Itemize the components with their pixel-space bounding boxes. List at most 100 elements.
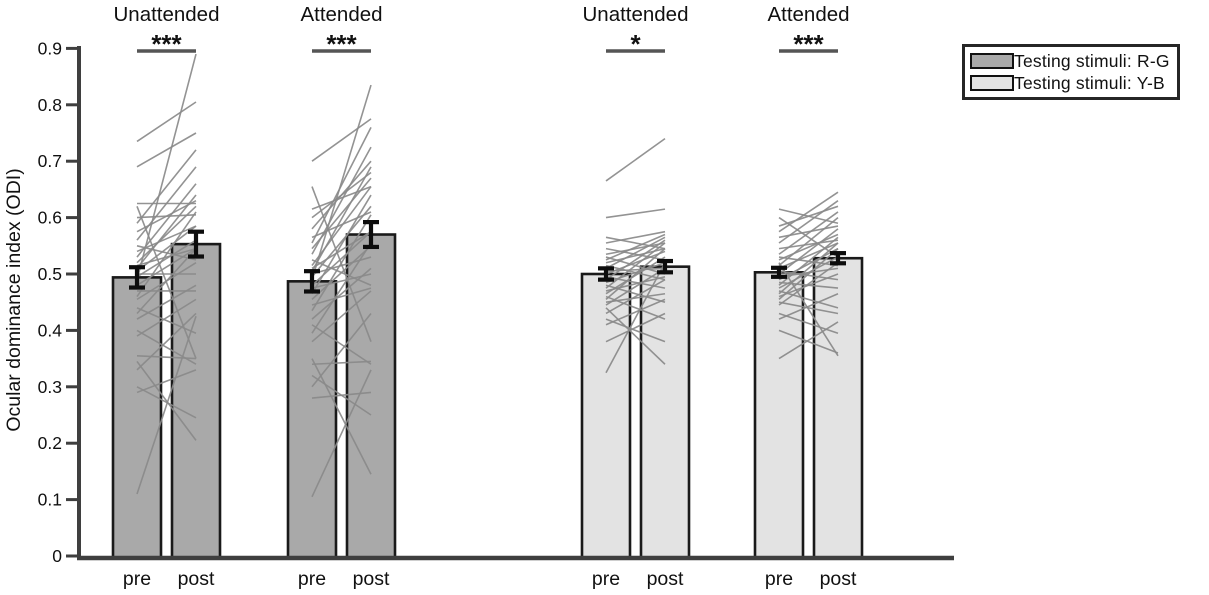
subject-line (311, 324, 372, 365)
significance-stars: * (630, 29, 641, 59)
subject-line (778, 228, 839, 275)
subject-line (311, 374, 372, 416)
subject-line (136, 369, 197, 394)
subject-line (311, 166, 372, 272)
y-tick-label: 0.5 (38, 264, 62, 284)
subject-line (311, 273, 372, 289)
subject-line (311, 231, 372, 286)
group-title: Unattended (113, 3, 219, 26)
subject-line (605, 298, 666, 326)
legend-label-yb: Testing stimuli: Y-B (1014, 73, 1165, 93)
y-tick-label: 0 (52, 546, 62, 566)
subject-line (605, 312, 666, 343)
subject-line (311, 358, 372, 475)
subject-line (778, 208, 839, 225)
bar-attended-R-G-pre (286, 280, 338, 560)
x-tick-label-post: post (820, 568, 857, 590)
x-tick-label-post: post (178, 568, 215, 590)
subject-line (778, 262, 839, 357)
significance-stars: *** (793, 29, 824, 59)
subject-line (311, 360, 372, 366)
subject-line (136, 225, 197, 253)
x-tick-label-post: post (647, 568, 684, 590)
x-tick-label-post: post (353, 568, 390, 590)
subject-line (778, 225, 839, 239)
bar-unattended-R-G-post (170, 242, 222, 560)
subject-line (778, 233, 839, 261)
subject-line (605, 318, 666, 343)
subject-line (311, 186, 372, 342)
subject-line (311, 185, 372, 210)
subject-line (311, 205, 372, 278)
subject-line (136, 247, 197, 267)
subject-line (778, 321, 839, 360)
subject-line (605, 295, 666, 320)
subject-line (605, 247, 666, 261)
subject-line (605, 276, 666, 289)
y-tick-label: 0.2 (38, 433, 62, 453)
subject-line (778, 270, 839, 281)
subject-line (605, 230, 666, 244)
bar-attended-Y-B-pre (753, 271, 805, 560)
subject-line (605, 267, 666, 272)
subject-line (778, 256, 839, 267)
subject-line (136, 149, 197, 224)
subject-line (136, 213, 197, 219)
bar-unattended-Y-B-pre (580, 272, 632, 560)
subject-line (778, 293, 839, 320)
bar-unattended-Y-B-post (639, 265, 691, 560)
x-tick-label-pre: pre (298, 568, 326, 590)
subject-line (136, 307, 197, 334)
x-tick-label-pre: pre (123, 568, 151, 590)
y-tick-label: 0.7 (38, 151, 62, 171)
group-title: Unattended (582, 3, 688, 26)
subject-line (136, 53, 197, 280)
subject-line (605, 267, 666, 306)
subject-line (605, 236, 666, 250)
subject-line (311, 231, 372, 270)
subject-line (778, 267, 839, 278)
subject-line (605, 137, 666, 182)
subject-line (778, 329, 839, 354)
x-tick-label-pre: pre (592, 568, 620, 590)
y-axis-title: Ocular dominance index (ODI) (3, 168, 25, 431)
subject-line (136, 239, 197, 278)
legend-swatch-yb (970, 75, 1014, 91)
subject-line (136, 247, 197, 286)
subject-line (136, 298, 197, 337)
subject-line (605, 208, 666, 219)
subject-line (136, 329, 197, 365)
subject-line (136, 316, 197, 495)
subject-line (778, 248, 839, 300)
y-tick-label: 0.9 (38, 38, 62, 58)
subject-line (136, 206, 197, 359)
subject-line (136, 245, 197, 261)
y-tick-label: 0.6 (38, 208, 62, 228)
subject-line (136, 101, 197, 143)
subject-line (136, 360, 197, 441)
subject-line (311, 126, 372, 244)
subject-line (311, 211, 372, 239)
subject-line (136, 132, 197, 168)
subject-line (778, 239, 839, 250)
subject-line (136, 312, 197, 371)
subject-line (311, 171, 372, 219)
subject-line (605, 284, 666, 303)
y-tick-label: 0.8 (38, 95, 62, 115)
bar-unattended-R-G-pre (111, 276, 163, 560)
subject-line (778, 216, 839, 258)
x-tick-label-pre: pre (765, 568, 793, 590)
subject-line (311, 369, 372, 498)
subject-line (136, 225, 197, 272)
subject-line (311, 312, 372, 388)
subject-line (778, 281, 839, 289)
subject-line (605, 262, 666, 374)
subject-line (605, 307, 666, 365)
subject-line (778, 216, 839, 267)
subject-line (605, 236, 666, 270)
y-tick-label: 0.3 (38, 377, 62, 397)
subject-line (311, 118, 372, 162)
significance-stars: *** (326, 29, 357, 59)
subject-line (605, 248, 666, 300)
